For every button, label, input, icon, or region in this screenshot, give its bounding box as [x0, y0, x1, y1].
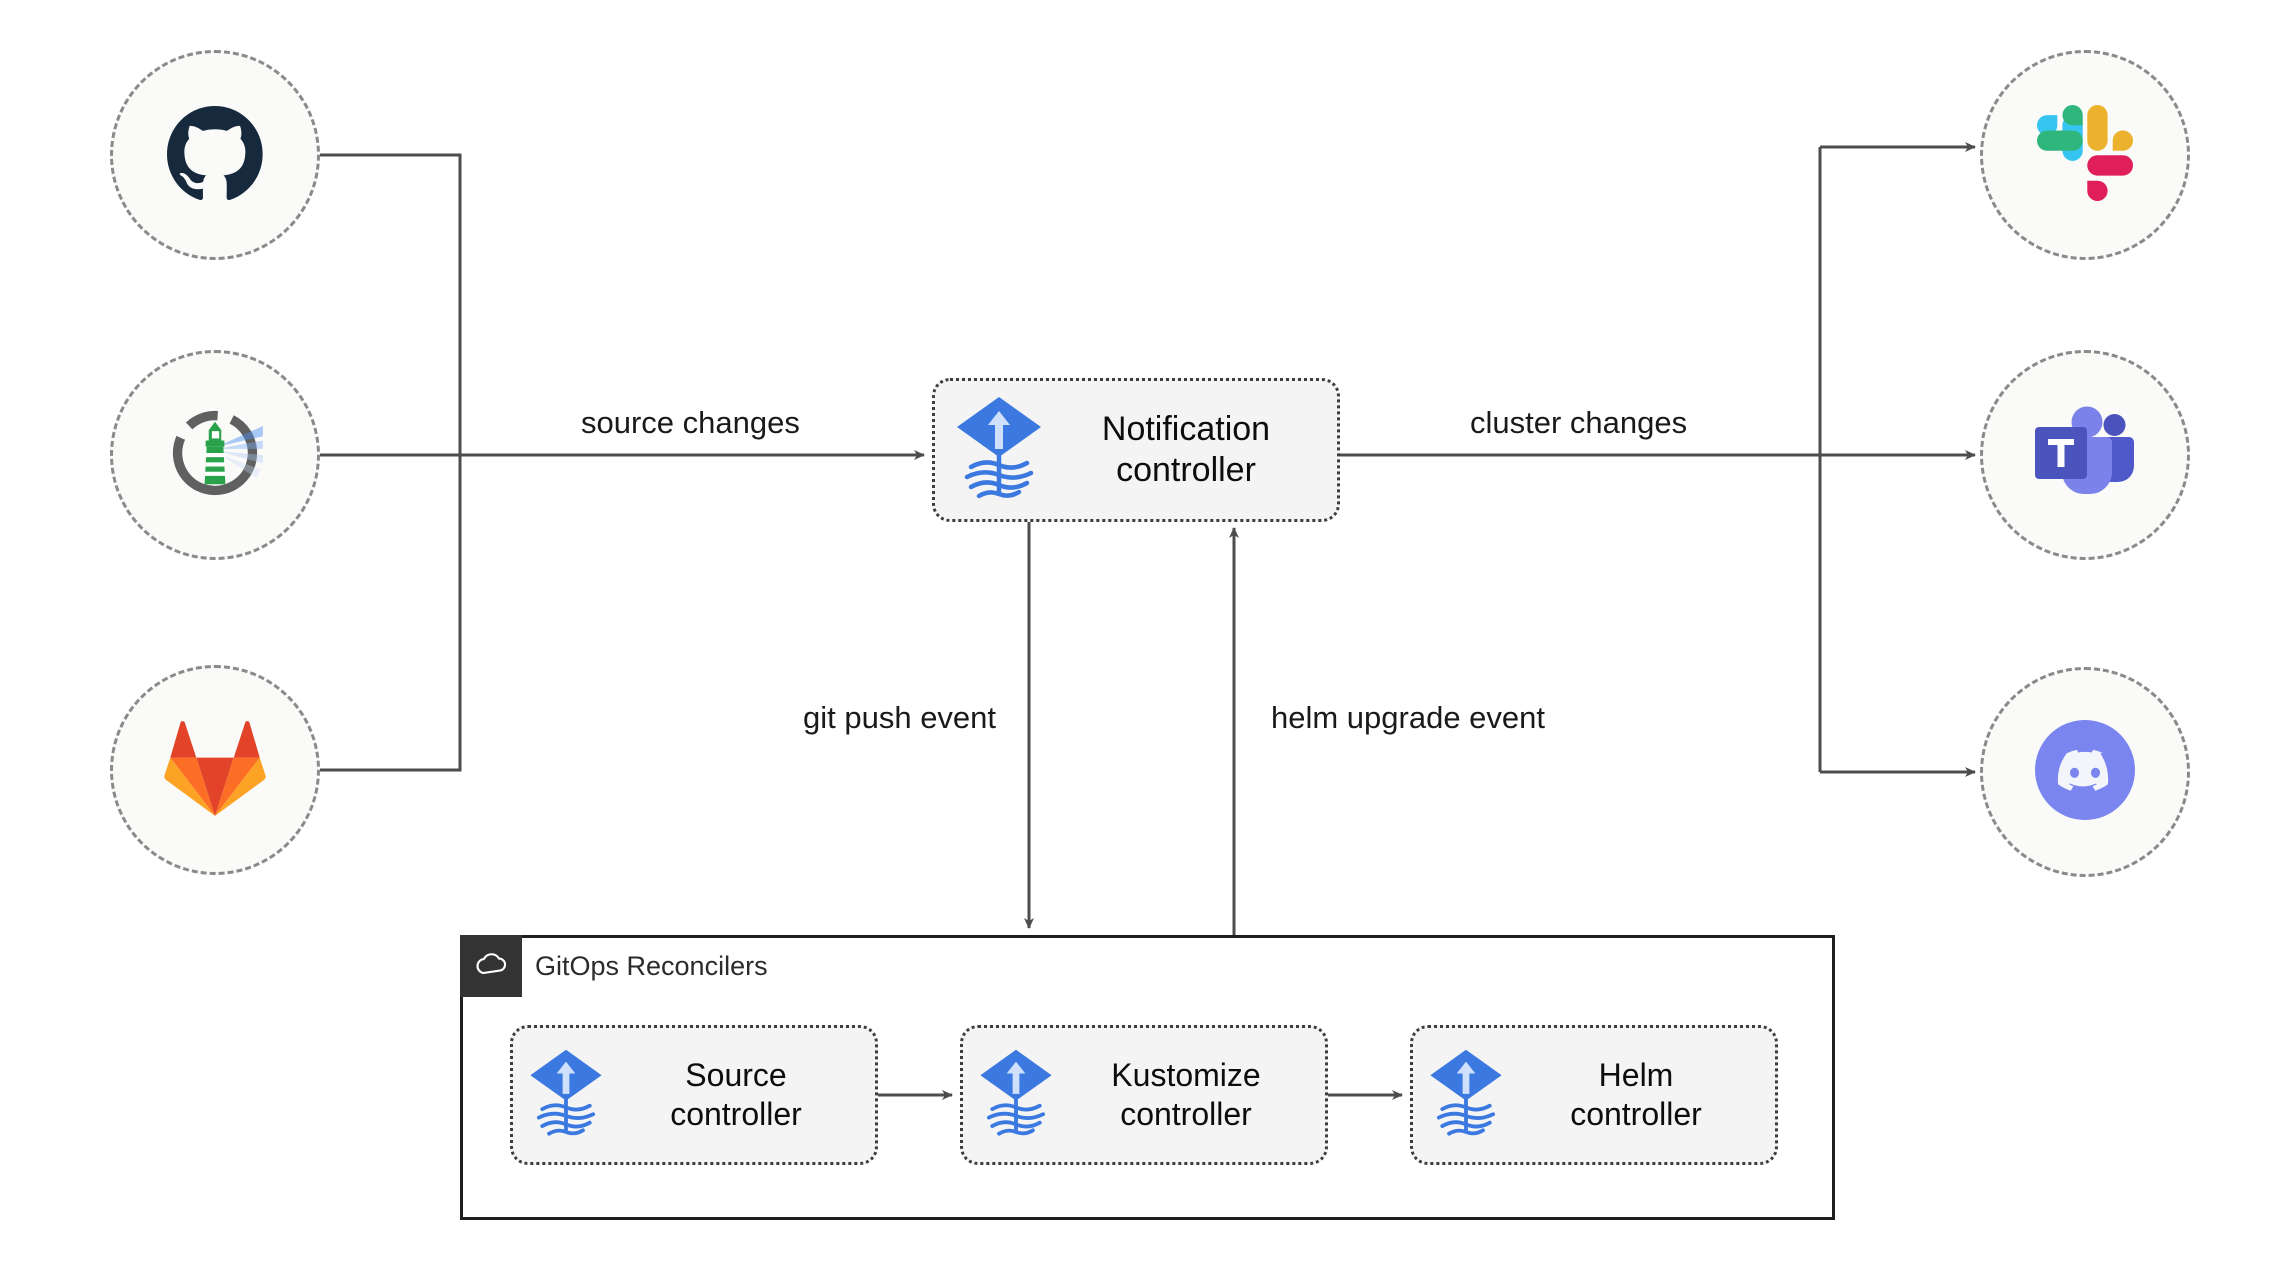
source-controller-label: Source controller: [670, 1056, 802, 1132]
flux-diamond-icon: [1427, 1045, 1505, 1146]
source-controller-node[interactable]: Source controller: [510, 1025, 878, 1165]
edge-gitlab-to-bus: [313, 455, 462, 772]
edge-label-git-push-event: git push event: [797, 700, 1003, 736]
helm-controller-node[interactable]: Helm controller: [1410, 1025, 1778, 1165]
destination-node-discord[interactable]: [1980, 667, 2190, 877]
notification-controller-node[interactable]: Notification controller: [932, 378, 1340, 522]
notification-controller-label: Notification controller: [1101, 409, 1271, 489]
flux-diamond-icon: [977, 1045, 1055, 1146]
microsoft-teams-icon: [2033, 405, 2137, 506]
edge-label-source-changes: source changes: [575, 405, 806, 441]
edge-label-helm-upgrade-event: helm upgrade event: [1265, 700, 1552, 736]
slack-icon: [2037, 104, 2133, 206]
github-icon: [167, 105, 263, 206]
discord-icon: [2035, 719, 2135, 825]
edge-label-cluster-changes: cluster changes: [1464, 405, 1694, 441]
source-node-gitlab[interactable]: [110, 665, 320, 875]
flux-diamond-icon: [953, 393, 1045, 508]
gitops-reconcilers-container: [460, 935, 1835, 1220]
destination-node-slack[interactable]: [1980, 50, 2190, 260]
destination-node-teams[interactable]: [1980, 350, 2190, 560]
flux-diamond-icon: [527, 1045, 605, 1146]
kustomize-controller-label: Kustomize controller: [1111, 1056, 1261, 1132]
kustomize-controller-node[interactable]: Kustomize controller: [960, 1025, 1328, 1165]
helm-controller-label: Helm controller: [1570, 1056, 1702, 1132]
flux-lighthouse-icon: [163, 401, 267, 510]
source-node-flux[interactable]: [110, 350, 320, 560]
edge-github-to-bus: [313, 153, 462, 455]
gitlab-icon: [163, 720, 267, 821]
gitops-reconcilers-tab: [460, 935, 522, 997]
gitops-reconcilers-title: GitOps Reconcilers: [535, 951, 768, 981]
source-node-github[interactable]: [110, 50, 320, 260]
cloud-icon: [474, 952, 508, 981]
